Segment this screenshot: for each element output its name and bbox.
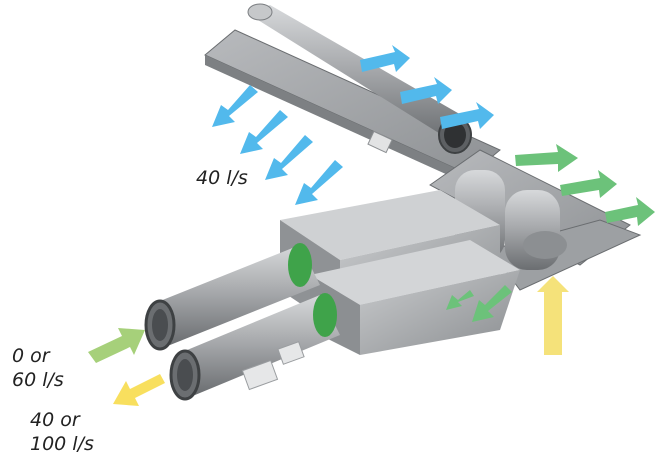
extract-flow-line-1: 40 or xyxy=(30,409,80,431)
intake-arrow xyxy=(88,328,145,363)
supply-arrow-right-2 xyxy=(400,77,452,104)
green-arrow-right-3 xyxy=(605,197,655,226)
green-arrow-right-2 xyxy=(560,170,617,198)
extract-arrow-up xyxy=(537,276,569,355)
supply-flow-line-1: 0 or xyxy=(12,345,50,367)
green-arrow-down-2 xyxy=(446,290,474,310)
exhaust-arrow xyxy=(113,374,165,406)
front-cylinders xyxy=(144,243,340,401)
supply-arrow-left-3 xyxy=(265,135,313,180)
supply-arrow-left-2 xyxy=(240,110,288,154)
extract-flow-label: 40 or 100 l/s xyxy=(30,408,94,456)
upper-beam xyxy=(204,3,501,185)
supply-arrow-left-4 xyxy=(295,160,343,205)
ceiling-arrows-down xyxy=(446,285,512,322)
green-arrow-right-1 xyxy=(515,144,578,172)
room-flow-label: 40 l/s xyxy=(196,167,248,189)
supply-flow-line-2: 60 l/s xyxy=(12,369,64,391)
supply-arrows-right xyxy=(360,45,494,129)
supply-flow-label: 0 or 60 l/s xyxy=(12,344,64,392)
supply-arrow-right-1 xyxy=(360,45,410,72)
supply-arrow-left-1 xyxy=(212,85,258,127)
supply-arrows-left xyxy=(212,85,343,205)
green-arrow-down-1 xyxy=(472,285,512,322)
supply-arrow-right-3 xyxy=(440,102,494,129)
ceiling-arrows-right xyxy=(515,144,655,226)
extract-flow-line-2: 100 l/s xyxy=(30,433,94,455)
